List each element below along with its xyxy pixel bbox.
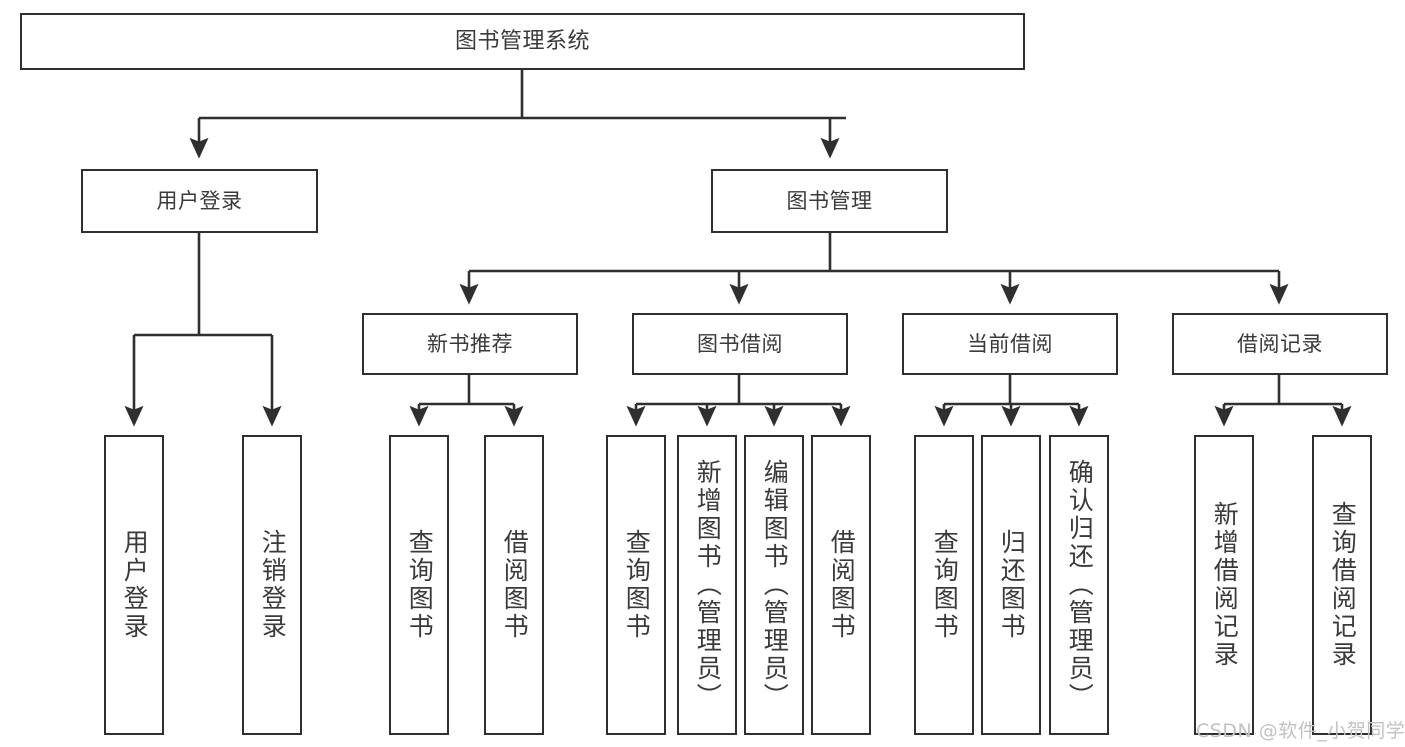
leaf-query-book-recommend[interactable]: 查询图书 bbox=[389, 435, 449, 735]
node-label: 借阅记录 bbox=[1237, 331, 1323, 356]
node-label: 编辑图书（管理员） bbox=[760, 459, 790, 711]
node-borrow-records[interactable]: 借阅记录 bbox=[1172, 313, 1388, 375]
node-label: 借阅图书 bbox=[827, 529, 857, 641]
node-label: 借阅图书 bbox=[500, 529, 530, 641]
leaf-borrow-book[interactable]: 借阅图书 bbox=[811, 435, 871, 735]
node-label: 图书借阅 bbox=[697, 331, 783, 356]
node-label: 用户登录 bbox=[156, 188, 243, 213]
node-label: 图书管理 bbox=[786, 188, 873, 213]
leaf-borrow-book-recommend[interactable]: 借阅图书 bbox=[484, 435, 544, 735]
node-label: 归还图书 bbox=[997, 529, 1027, 641]
leaf-query-book-current[interactable]: 查询图书 bbox=[914, 435, 974, 735]
leaf-return-book[interactable]: 归还图书 bbox=[981, 435, 1041, 735]
node-label: 查询图书 bbox=[622, 529, 652, 641]
node-label: 确认归还（管理员） bbox=[1065, 459, 1095, 711]
leaf-edit-book-admin[interactable]: 编辑图书（管理员） bbox=[744, 435, 804, 735]
leaf-add-book-admin[interactable]: 新增图书（管理员） bbox=[677, 435, 737, 735]
node-book-borrow[interactable]: 图书借阅 bbox=[632, 313, 848, 375]
node-label: 查询图书 bbox=[405, 529, 435, 641]
node-book-management[interactable]: 图书管理 bbox=[711, 169, 948, 233]
leaf-query-book-borrow[interactable]: 查询图书 bbox=[606, 435, 666, 735]
leaf-add-borrow-record[interactable]: 新增借阅记录 bbox=[1194, 435, 1254, 735]
node-label: 新书推荐 bbox=[427, 331, 513, 356]
node-label: 查询图书 bbox=[930, 529, 960, 641]
node-label: 新增借阅记录 bbox=[1210, 501, 1240, 669]
node-new-book-recommend[interactable]: 新书推荐 bbox=[362, 313, 578, 375]
watermark-text: CSDN @软件_小贺同学 bbox=[1196, 720, 1405, 742]
node-label: 当前借阅 bbox=[967, 331, 1053, 356]
leaf-user-login[interactable]: 用户登录 bbox=[104, 435, 164, 735]
node-user-login[interactable]: 用户登录 bbox=[81, 169, 318, 233]
node-label: 新增图书（管理员） bbox=[693, 459, 723, 711]
node-current-borrow[interactable]: 当前借阅 bbox=[902, 313, 1118, 375]
node-book-management-system[interactable]: 图书管理系统 bbox=[20, 13, 1025, 70]
node-label: 用户登录 bbox=[120, 529, 150, 641]
leaf-confirm-return-admin[interactable]: 确认归还（管理员） bbox=[1049, 435, 1109, 735]
leaf-query-borrow-record[interactable]: 查询借阅记录 bbox=[1312, 435, 1372, 735]
node-label: 图书管理系统 bbox=[454, 28, 590, 54]
leaf-logout[interactable]: 注销登录 bbox=[242, 435, 302, 735]
node-label: 查询借阅记录 bbox=[1328, 501, 1358, 669]
node-label: 注销登录 bbox=[258, 529, 288, 641]
